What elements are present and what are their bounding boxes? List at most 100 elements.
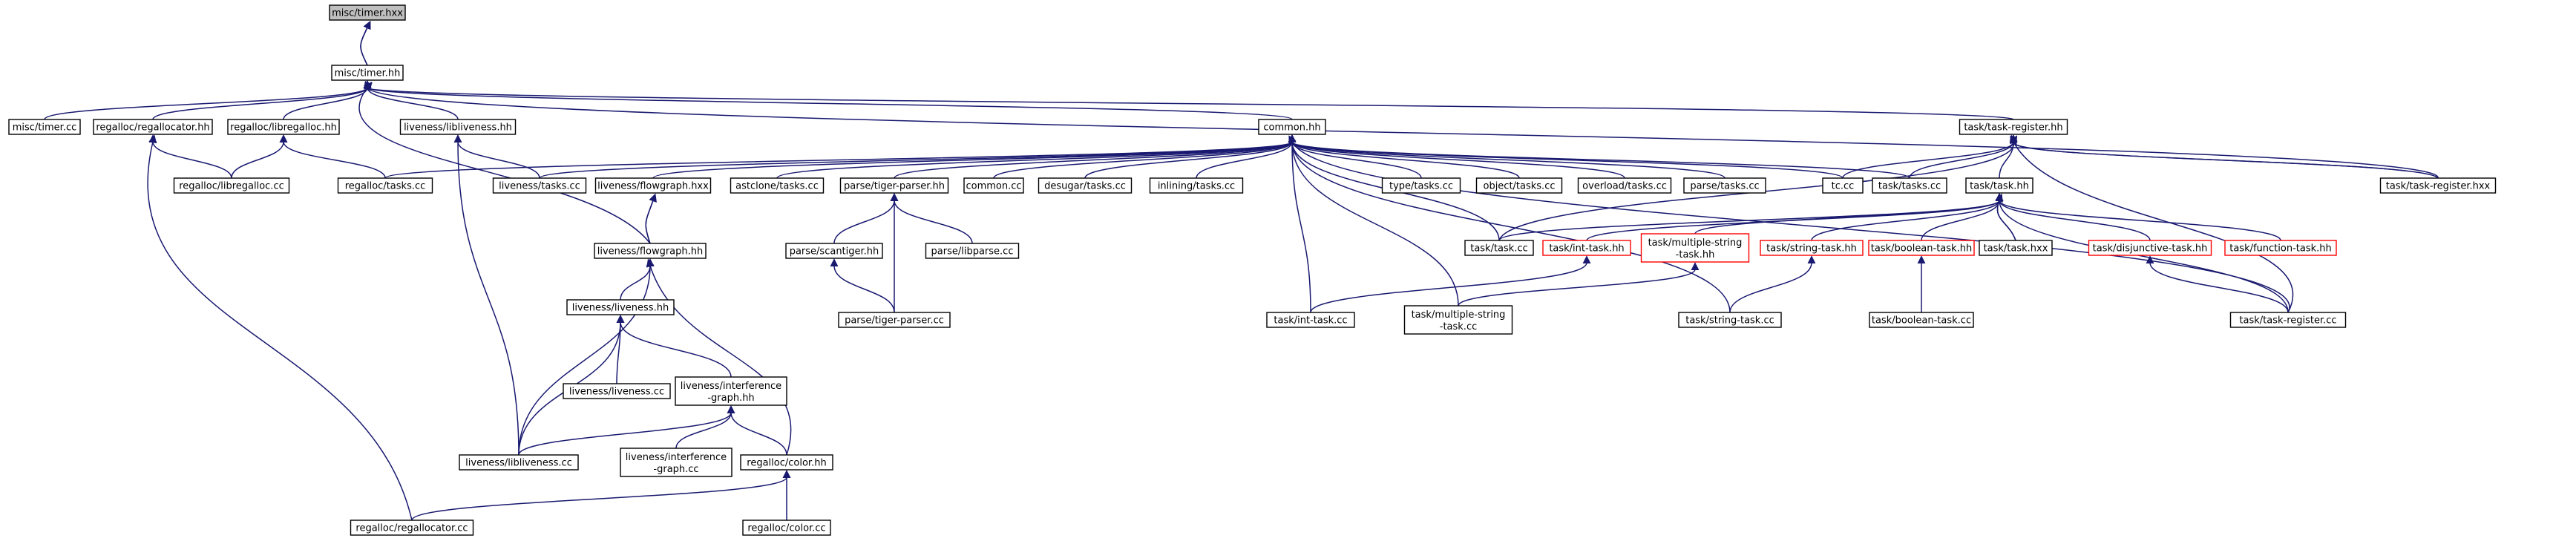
edge-line: [518, 405, 735, 456]
edge-task_task_register_hh-to-tc_cc: [1842, 134, 2018, 179]
node-common-cc[interactable]: common.cc: [963, 177, 1024, 194]
node-inlining-tasks-cc[interactable]: inlining/tasks.cc: [1149, 177, 1244, 194]
edge-task_task_hh-to-task_disjunctive_task_hh: [1995, 193, 2151, 241]
node-label: task/boolean-task.cc: [1872, 315, 1971, 327]
edge-misc_timer_hh-to-task_task_register_hh: [364, 82, 2014, 120]
node-overload-tasks-cc[interactable]: overload/tasks.cc: [1577, 177, 1672, 194]
node-task-string-task-cc[interactable]: task/string-task.cc: [1678, 312, 1782, 328]
node-regalloc-libregalloc-hh[interactable]: regalloc/libregalloc.hh: [227, 119, 340, 135]
node-label: regalloc/regallocator.cc: [355, 523, 468, 534]
node-box: [1258, 119, 1326, 135]
edge-line: [1288, 135, 2290, 313]
node-box: [399, 119, 517, 135]
edge-common_hh-to-inlining_tasks_cc: [1196, 134, 1297, 179]
node-task-function-task-hh[interactable]: task/function-task.hh: [2224, 240, 2337, 256]
edge-line: [1995, 193, 2151, 241]
node-liveness-liveness-cc[interactable]: liveness/liveness.cc: [563, 383, 671, 399]
node-regalloc-libregalloc-cc[interactable]: regalloc/libregalloc.cc: [173, 177, 290, 194]
node-task-tasks-cc[interactable]: task/tasks.cc: [1872, 177, 1947, 194]
node-task-task-register-cc[interactable]: task/task-register.cc: [2229, 312, 2347, 328]
edge-task_task_hh-to-task_boolean_task_hh: [1921, 193, 2004, 241]
node-task-string-task-hh[interactable]: task/string-task.hh: [1760, 240, 1864, 256]
edge-common_hh-to-task_int_task_cc: [1288, 134, 1311, 313]
node-parse-tasks-cc[interactable]: parse/tasks.cc: [1683, 177, 1766, 194]
edge-line: [2009, 135, 2439, 179]
node-task-multiple-string-task-cc[interactable]: task/multiple-string-task.cc: [1403, 305, 1513, 335]
edge-line: [518, 258, 655, 456]
edge-liveness_liveness_hh-to-liveness_interference_graph_hh: [616, 315, 732, 378]
node-liveness-libliveness-cc[interactable]: liveness/libliveness.cc: [459, 454, 579, 471]
node-task-task-hxx[interactable]: task/task.hxx: [1979, 240, 2053, 256]
node-object-tasks-cc[interactable]: object/tasks.cc: [1475, 177, 1563, 194]
node-regalloc-regallocator-cc[interactable]: regalloc/regallocator.cc: [350, 520, 474, 536]
node-label: misc/timer.hxx: [332, 8, 403, 19]
node-task-boolean-task-hh[interactable]: task/boolean-task.hh: [1868, 240, 1975, 256]
node-box: [566, 299, 675, 315]
edge-line: [2010, 135, 2294, 313]
edge-line: [358, 82, 651, 244]
node-misc-timer-hh[interactable]: misc/timer.hh: [331, 65, 404, 81]
node-liveness-libliveness-hh[interactable]: liveness/libliveness.hh: [399, 119, 517, 135]
edge-task_task_hh-to-task_multiple_string_task_hh: [1694, 193, 2004, 235]
edge-line: [646, 258, 792, 456]
node-label: parse/tasks.cc: [1690, 181, 1759, 192]
node-common-hh[interactable]: common.hh: [1258, 119, 1326, 135]
edge-line: [2146, 255, 2289, 313]
node-label: common.cc: [966, 181, 1021, 192]
node-type-tasks-cc[interactable]: type/tasks.cc: [1381, 177, 1461, 194]
edge-task_multiple_string_task_hh-to-task_multiple_string_task_cc: [1458, 262, 1700, 307]
node-task-multiple-string-task-hh[interactable]: task/multiple-string-task.hh: [1640, 233, 1750, 263]
node-liveness-flowgraph-hh[interactable]: liveness/flowgraph.hh: [594, 243, 707, 259]
node-task-task-cc[interactable]: task/task.cc: [1464, 240, 1534, 256]
node-tc-cc[interactable]: tc.cc: [1822, 177, 1864, 194]
node-label: liveness/libliveness.cc: [465, 458, 572, 469]
node-desugar-tasks-cc[interactable]: desugar/tasks.cc: [1038, 177, 1133, 194]
edge-task_task_hh-to-task_string_task_hh: [1811, 193, 2004, 241]
node-regalloc-tasks-cc[interactable]: regalloc/tasks.cc: [337, 177, 433, 194]
node-label: regalloc/color.hh: [747, 458, 826, 469]
node-liveness-liveness-hh[interactable]: liveness/liveness.hh: [566, 299, 675, 315]
node-box: [1381, 177, 1461, 194]
node-regalloc-regallocator-hh[interactable]: regalloc/regallocator.hh: [93, 119, 213, 135]
edge-line: [1842, 134, 2018, 179]
edge-line: [833, 193, 899, 244]
node-label: task/task.hh: [1970, 181, 2029, 192]
edge-line: [1288, 134, 1910, 179]
edge-task_task_register_hh-to-task_task_cc: [1498, 134, 2018, 241]
node-task-int-task-cc[interactable]: task/int-task.cc: [1266, 312, 1355, 328]
node-liveness-tasks-cc[interactable]: liveness/tasks.cc: [492, 177, 587, 194]
node-misc-timer-hxx[interactable]: misc/timer.hxx: [329, 4, 406, 21]
node-parse-scantiger-hh[interactable]: parse/scantiger.hh: [785, 243, 883, 259]
node-task-task-hh[interactable]: task/task.hh: [1965, 177, 2033, 194]
edge-line: [1310, 255, 1591, 313]
node-parse-tiger-parser-cc[interactable]: parse/tiger-parser.cc: [838, 312, 951, 328]
node-regalloc-color-hh[interactable]: regalloc/color.hh: [740, 454, 833, 471]
node-task-int-task-hh[interactable]: task/int-task.hh: [1542, 240, 1631, 256]
node-label: task/function-task.hh: [2229, 243, 2332, 255]
edge-misc_timer_hh-to-task_task_register_hxx: [364, 80, 2439, 179]
node-box: [1683, 177, 1766, 194]
node-task-task-register-hh[interactable]: task/task-register.hh: [1959, 119, 2068, 135]
node-liveness-interference-graph-cc[interactable]: liveness/interference-graph.cc: [620, 448, 733, 477]
node-box: [2088, 240, 2212, 256]
node-task-disjunctive-task-hh[interactable]: task/disjunctive-task.hh: [2088, 240, 2212, 256]
node-parse-libparse-cc[interactable]: parse/libparse.cc: [925, 243, 1020, 259]
edge-common_hh-to-task_task_register_cc: [1288, 135, 2290, 313]
edge-line: [894, 134, 1297, 179]
node-liveness-flowgraph-hxx[interactable]: liveness/flowgraph.hxx: [594, 177, 712, 194]
node-regalloc-color-cc[interactable]: regalloc/color.cc: [742, 520, 831, 536]
node-astclone-tasks-cc[interactable]: astclone/tasks.cc: [730, 177, 825, 194]
node-box: [963, 177, 1024, 194]
node-box: [1965, 177, 2033, 194]
node-label: task/multiple-string-task.cc: [1412, 309, 1506, 332]
node-misc-timer-cc[interactable]: misc/timer.cc: [8, 119, 81, 135]
edge-line: [1288, 134, 1520, 179]
node-label: inlining/tasks.cc: [1158, 181, 1235, 192]
edge-task_task_hxx-to-task_task_hh: [1995, 193, 2016, 241]
node-liveness-interference-graph-hh[interactable]: liveness/interference-graph.hh: [675, 376, 787, 406]
node-task-task-register-hxx[interactable]: task/task-register.hxx: [2379, 177, 2497, 194]
node-box: [227, 119, 340, 135]
node-parse-tiger-parser-hh[interactable]: parse/tiger-parser.hh: [839, 177, 949, 194]
edge-line: [539, 134, 1297, 179]
node-task-boolean-task-cc[interactable]: task/boolean-task.cc: [1869, 312, 1974, 328]
